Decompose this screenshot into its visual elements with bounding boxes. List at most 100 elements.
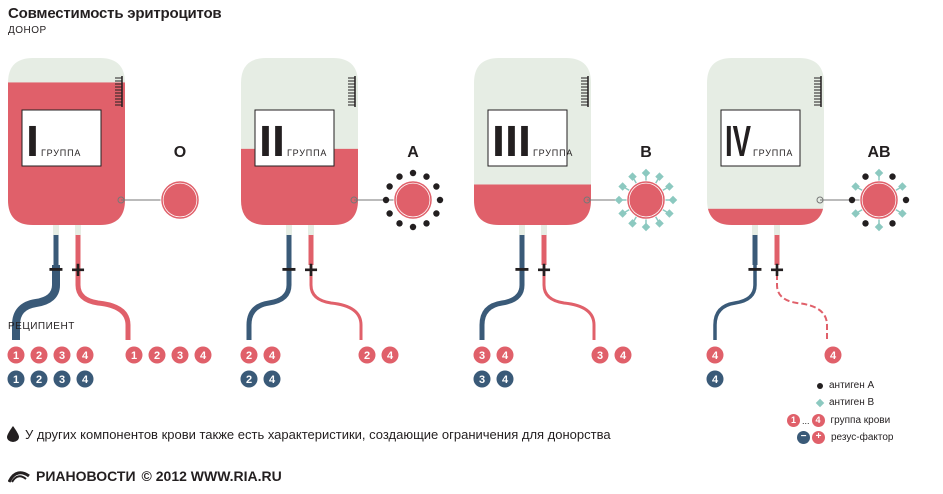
group-label-box (487, 109, 568, 167)
blood-type-letter: A (407, 144, 419, 161)
recipient-rh-negative-badge-label: 4 (502, 374, 509, 386)
group-roman-numeral: I (26, 117, 39, 166)
antigen-b-diamond (665, 182, 674, 191)
blood-type-letter: B (640, 144, 652, 161)
recipient-rh-positive-badge-label: 3 (479, 350, 485, 362)
blood-type-letter: O (174, 144, 186, 161)
group-word: ГРУППА (287, 148, 327, 158)
tube-connector (286, 225, 292, 235)
donor-rh-positive-badge-label: 4 (387, 350, 394, 362)
antigen-b-diamond (898, 182, 907, 191)
recipient-rh-positive-badge (53, 346, 71, 364)
recipient-rh-negative-badge (473, 370, 491, 388)
cell-connector-dot (350, 196, 358, 204)
tube-connector (774, 225, 780, 235)
drop-icon (7, 426, 19, 442)
antigen-a-dot (862, 220, 869, 227)
recipient-rh-positive-badge-label: 3 (59, 350, 65, 362)
donor-rh-positive-badge-label: 4 (830, 350, 837, 362)
antigen-a-dot (423, 173, 430, 180)
group-word: ГРУППА (41, 148, 81, 158)
recipient-rh-positive-badge (30, 346, 48, 364)
antigen-a-dot (889, 173, 896, 180)
antigen-b-diamond (618, 182, 627, 191)
recipient-rh-positive-badge-label: 2 (36, 350, 42, 362)
donor-rh-positive-badge (125, 346, 143, 364)
antigen-a-dot (396, 220, 403, 227)
donor-rh-positive-badge (591, 346, 609, 364)
donor-tube (776, 265, 828, 340)
legend-rh-positive-badge: + (812, 431, 825, 444)
ria-logo-icon (8, 471, 30, 483)
group-roman-numeral: IV (725, 117, 751, 166)
antigen-b-diamond (665, 209, 674, 218)
rh-negative-sign: − (48, 254, 63, 284)
recipient-rh-negative-badge-label: 3 (59, 374, 65, 386)
legend-blood-group: 1 ... 4 группа крови (787, 414, 890, 427)
recipient-rh-negative-badge-label: 1 (13, 374, 19, 386)
recipient-rh-positive-badge (7, 346, 25, 364)
antigen-a-dot-icon (817, 382, 823, 389)
recipient-rh-positive-badge-label: 2 (246, 350, 252, 362)
antigen-a-dot (862, 173, 869, 180)
antigen-b-diamond (655, 172, 664, 181)
red-cell-ring (394, 181, 432, 219)
rh-negative-sign: − (281, 254, 296, 284)
recipient-rh-negative-badge (706, 370, 724, 388)
recipient-rh-negative-badge (53, 370, 71, 388)
logo-copyright: © 2012 WWW.RIA.RU (141, 468, 282, 484)
antigen-b-diamond (898, 209, 907, 218)
donor-rh-positive-badge-label: 4 (200, 350, 207, 362)
recipient-rh-negative-badge-label: 4 (712, 374, 719, 386)
group-word: ГРУППА (753, 148, 793, 158)
recipient-rh-positive-badge-label: 1 (13, 350, 19, 362)
donor-rh-positive-badge-label: 3 (177, 350, 183, 362)
recipient-label: РЕЦИПИЕНТ (8, 321, 75, 332)
blood-level (707, 208, 824, 225)
tube-connector (53, 225, 59, 235)
donor-rh-positive-badge-label: 2 (154, 350, 160, 362)
group-roman-numeral: II (259, 117, 285, 166)
group-roman-numeral: III (492, 117, 531, 166)
antigen-a-dot (423, 220, 430, 227)
logo-name: РИАНОВОСТИ (36, 468, 136, 484)
logo: РИАНОВОСТИ © 2012 WWW.RIA.RU (8, 468, 282, 484)
tube-connector (75, 225, 81, 235)
antigen-a-dot (848, 196, 856, 204)
group-label-box (720, 109, 801, 167)
antigen-b-diamond (655, 219, 664, 228)
recipient-tube (12, 265, 60, 340)
donor-tube (75, 265, 131, 340)
antigen-a-dot (386, 210, 393, 217)
antigen-a-dot (902, 196, 910, 204)
legend-antigen-b: антиген В (815, 397, 875, 408)
donor-rh-positive-badge-label: 4 (620, 350, 627, 362)
recipient-rh-negative-badge (7, 370, 25, 388)
recipient-tube (479, 265, 525, 340)
antigen-b-diamond (851, 209, 860, 218)
antigen-a-dot (889, 220, 896, 227)
rh-positive-sign: + (304, 257, 318, 284)
cell-connector-dot (117, 196, 125, 204)
legend-rh: − + резус-фактор (797, 431, 893, 444)
legend-antigen-b-label: антиген В (829, 397, 875, 408)
antigen-b-diamond (641, 168, 651, 178)
group-label-box (21, 109, 102, 167)
legend-rh-label: резус-фактор (831, 432, 894, 443)
donor-rh-positive-badge (358, 346, 376, 364)
red-cell-ring (860, 181, 898, 219)
antigen-b-diamond-icon (815, 398, 825, 407)
blood-type-letter: AB (867, 144, 890, 161)
antigen-b-diamond (628, 172, 637, 181)
rh-negative-sign: − (747, 254, 762, 284)
donor-rh-positive-badge (381, 346, 399, 364)
antigen-b-diamond (874, 222, 884, 232)
antigen-b-diamond (668, 195, 678, 205)
antigen-a-dot (436, 196, 444, 204)
antigen-a-dot (409, 223, 417, 231)
recipient-rh-positive-badge-label: 4 (269, 350, 276, 362)
legend-group-first-badge: 1 (787, 414, 800, 427)
